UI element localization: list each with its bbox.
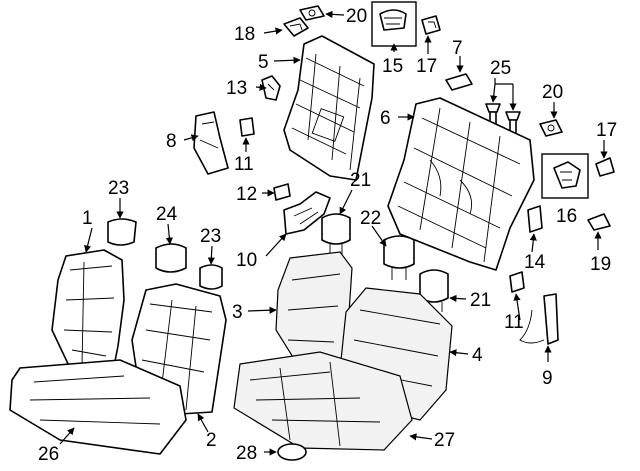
part-3-trim-cover — [275, 251, 353, 369]
callout-15: 15 — [382, 56, 403, 77]
callout-20-right: 20 — [542, 82, 563, 103]
callout-24: 24 — [156, 204, 178, 225]
callout-21-top: 21 — [350, 170, 371, 191]
part-23-headrest-small — [199, 264, 223, 290]
callout-labels: 18 20 5 15 17 7 25 13 20 6 8 17 11 12 21… — [38, 6, 617, 465]
part-27-cushion-frame — [233, 351, 413, 451]
part-15-bracket-box — [371, 1, 417, 47]
callout-14: 14 — [524, 252, 546, 273]
callout-9: 9 — [542, 368, 553, 389]
callout-7: 7 — [452, 38, 463, 59]
callout-5: 5 — [258, 52, 269, 73]
callout-23-left: 23 — [108, 178, 129, 199]
part-1-seatback-left — [51, 249, 125, 377]
part-19-clip — [587, 213, 611, 231]
callout-17-right: 17 — [596, 120, 617, 141]
callout-10: 10 — [236, 250, 257, 271]
callout-28: 28 — [236, 443, 257, 464]
callout-12: 12 — [236, 184, 257, 205]
callout-23-right: 23 — [200, 226, 221, 247]
part-18-clip — [283, 17, 309, 37]
callout-11-left: 11 — [234, 154, 254, 175]
part-8-bracket — [193, 111, 229, 175]
callout-6: 6 — [380, 108, 391, 129]
part-7-cover-plate — [445, 73, 473, 91]
part-20-clip-right — [539, 119, 563, 137]
callout-4: 4 — [472, 345, 483, 366]
callout-3: 3 — [232, 302, 243, 323]
part-28-cap — [277, 443, 307, 461]
callout-18: 18 — [234, 24, 255, 45]
callout-19: 19 — [590, 254, 611, 275]
callout-8: 8 — [166, 131, 177, 152]
part-16-latch-box — [541, 153, 589, 199]
callout-27: 27 — [434, 430, 455, 451]
callout-2: 2 — [206, 430, 217, 451]
callout-21-lower: 21 — [470, 290, 491, 311]
part-22-headrest — [383, 235, 415, 280]
callout-26: 26 — [38, 444, 59, 465]
part-14-latch — [527, 205, 543, 233]
part-6-seatback-frame-large — [387, 97, 535, 271]
part-12-clip — [273, 183, 291, 201]
part-24-headrest-center — [155, 243, 187, 273]
part-20-clip-top — [299, 5, 325, 21]
callout-13: 13 — [226, 78, 247, 99]
part-9-wire-harness — [519, 293, 559, 345]
callout-11-right: 11 — [504, 312, 524, 333]
part-10-hinge-bracket — [283, 191, 331, 235]
callout-20-top: 20 — [346, 6, 367, 27]
callout-16: 16 — [556, 206, 577, 227]
callout-17-top: 17 — [416, 56, 437, 77]
part-21-headrest-top — [321, 213, 351, 254]
part-17-clip-top — [421, 15, 441, 35]
part-17-clip-right — [595, 157, 615, 177]
callout-25: 25 — [490, 58, 511, 79]
leader-lines — [59, 10, 608, 456]
callout-1: 1 — [82, 208, 93, 229]
part-13-hinge — [261, 75, 281, 101]
part-23-headrest-left — [107, 218, 137, 246]
part-5-seatback-frame — [283, 35, 375, 181]
callout-22: 22 — [360, 208, 381, 229]
part-11-clip-right — [509, 271, 525, 293]
part-11-clip-left — [239, 117, 255, 137]
part-26-seat-cushion-left — [9, 359, 187, 455]
